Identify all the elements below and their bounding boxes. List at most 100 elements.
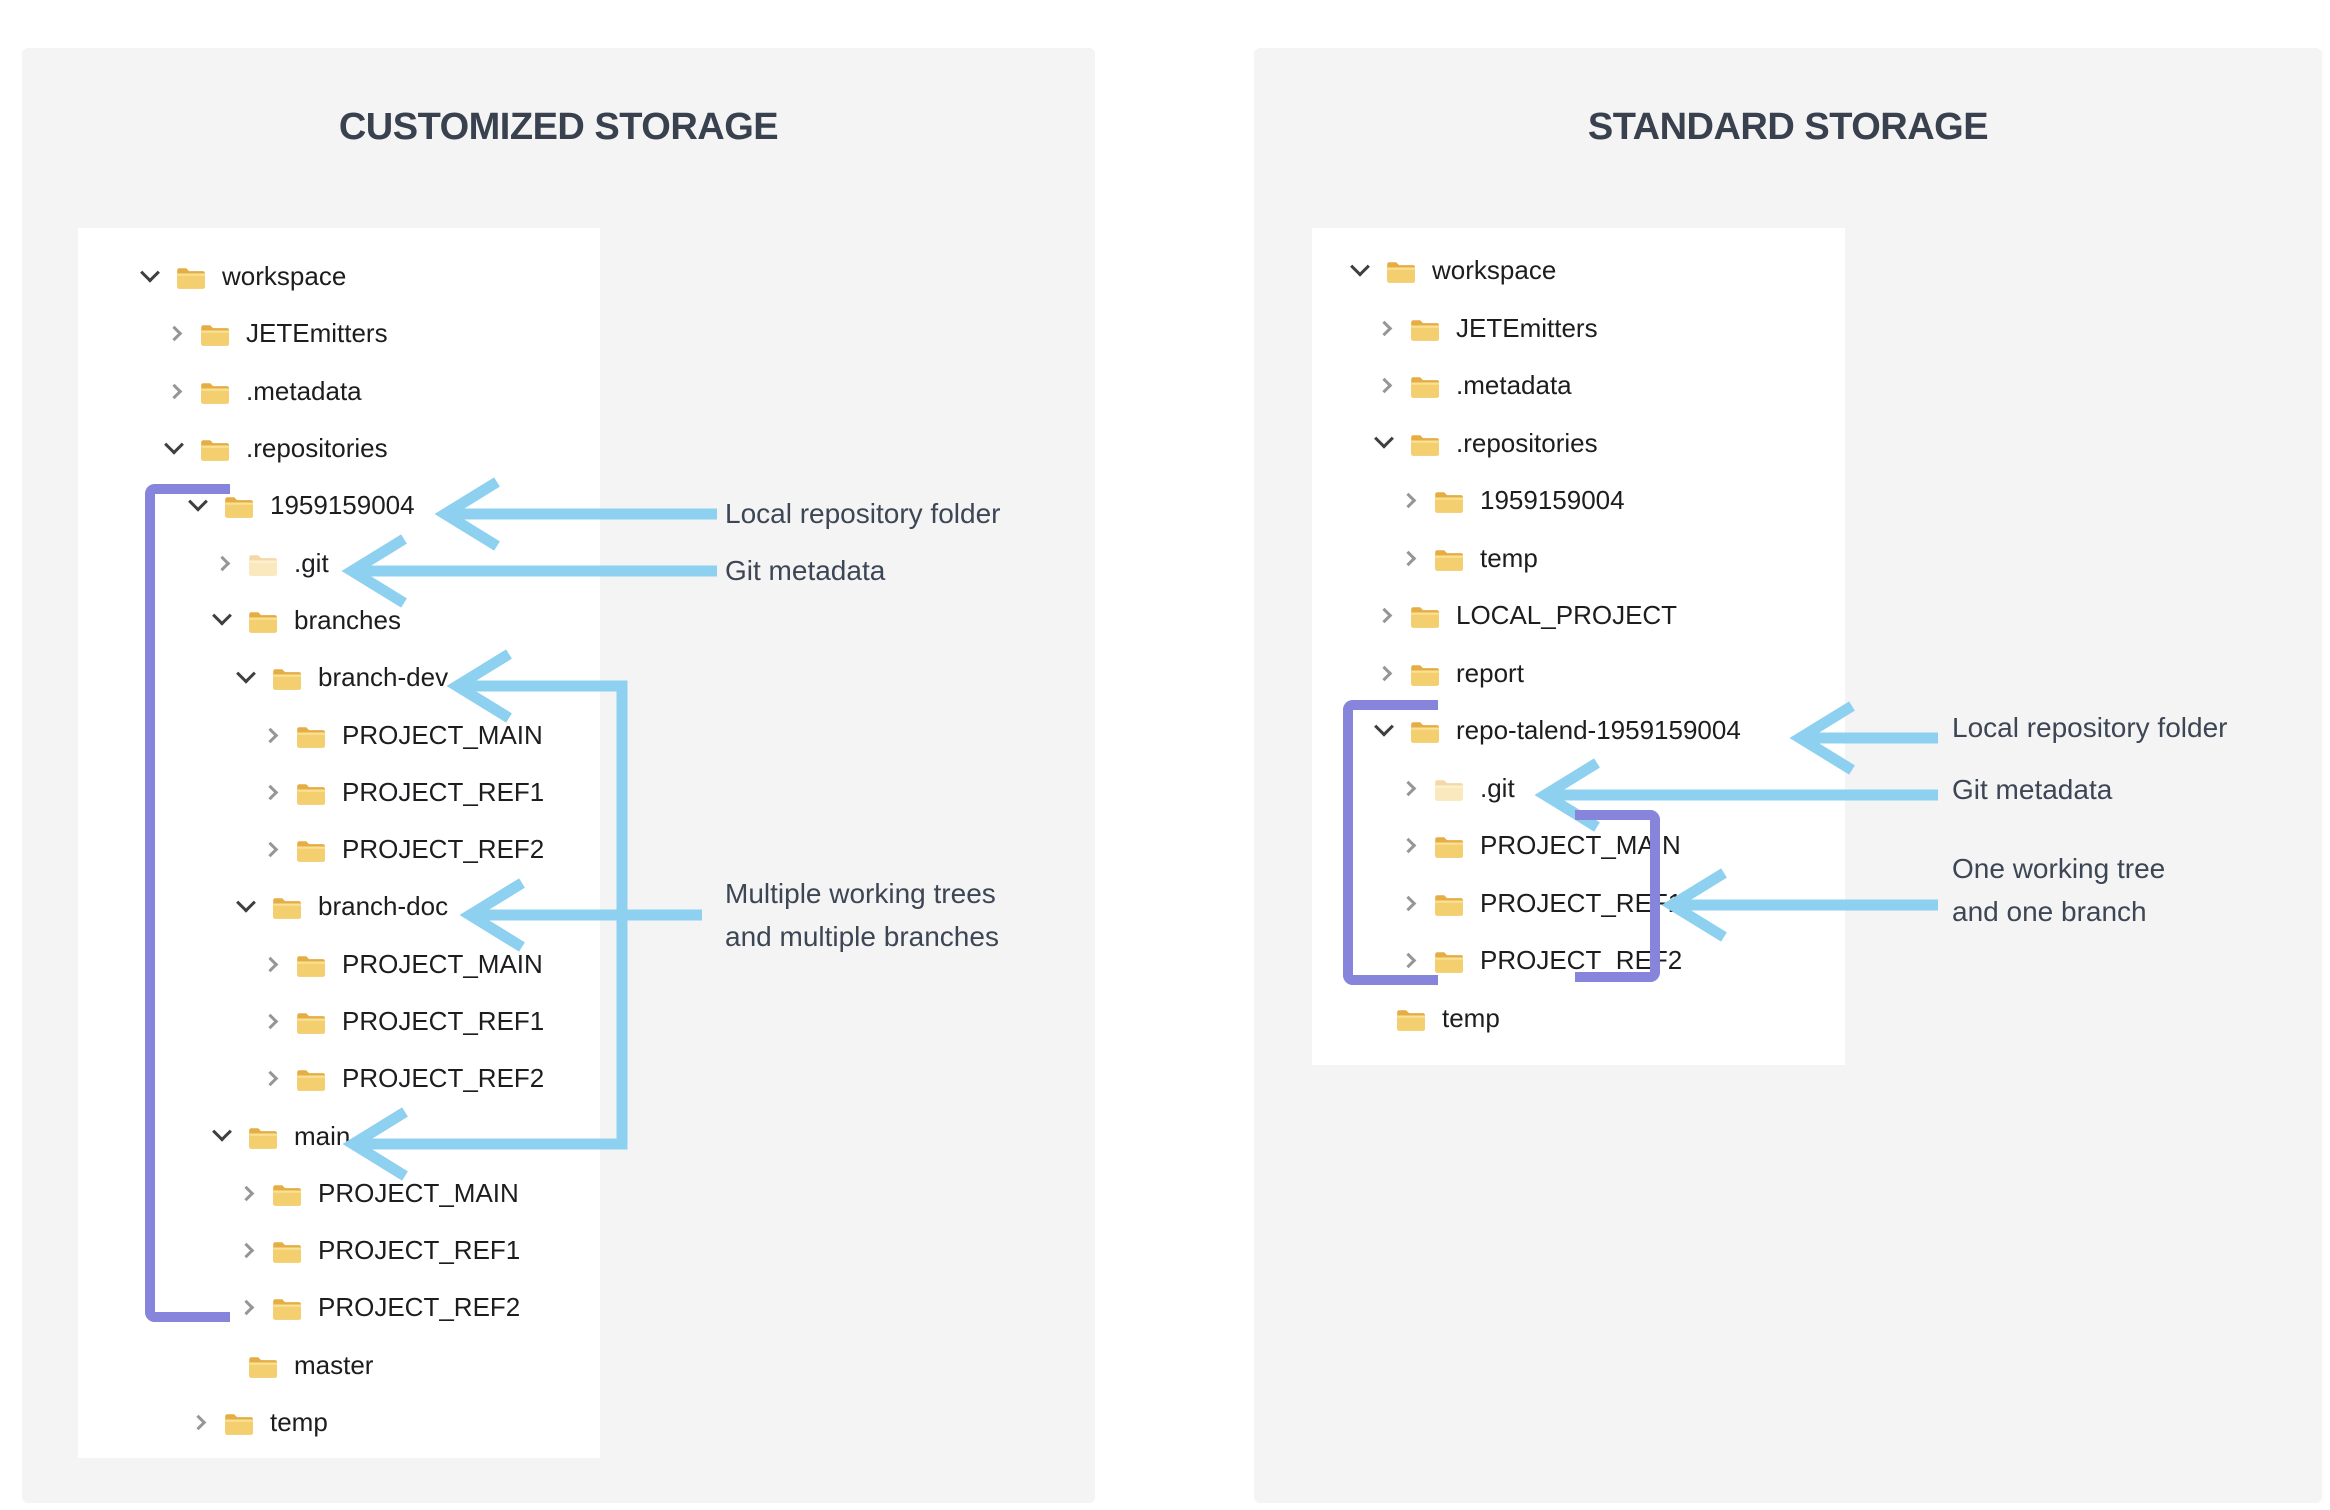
tree-row-project-ref2[interactable]: PROJECT_REF2 <box>78 1050 600 1107</box>
chevron-slot[interactable] <box>258 952 282 976</box>
chevron-right-icon[interactable] <box>166 383 182 400</box>
chevron-right-icon[interactable] <box>238 1300 254 1316</box>
tree-row-temp[interactable]: temp <box>1312 530 1845 588</box>
tree-row-branch-dev[interactable]: branch-dev <box>78 649 600 706</box>
chevron-slot[interactable] <box>1396 891 1420 915</box>
chevron-down-icon[interactable] <box>164 434 184 455</box>
tree-row-report[interactable]: report <box>1312 645 1845 703</box>
chevron-slot[interactable] <box>1396 949 1420 973</box>
chevron-down-icon[interactable] <box>1374 716 1394 737</box>
tree-row-main[interactable]: main <box>78 1107 600 1164</box>
chevron-slot[interactable] <box>1372 604 1396 628</box>
chevron-right-icon[interactable] <box>1376 320 1392 337</box>
chevron-right-icon[interactable] <box>262 727 278 743</box>
chevron-down-icon[interactable] <box>1350 256 1370 277</box>
chevron-slot[interactable] <box>1396 546 1420 570</box>
chevron-slot[interactable] <box>1396 776 1420 800</box>
tree-row-branches[interactable]: branches <box>78 592 600 649</box>
chevron-slot[interactable] <box>1372 316 1396 340</box>
chevron-right-icon[interactable] <box>1400 550 1416 567</box>
chevron-slot[interactable] <box>234 1239 258 1263</box>
chevron-slot[interactable] <box>1372 661 1396 685</box>
tree-row-repo-talend-1959159004[interactable]: repo-talend-1959159004 <box>1312 702 1845 760</box>
tree-row-temp[interactable]: temp <box>1312 990 1845 1048</box>
chevron-slot[interactable] <box>258 1067 282 1091</box>
chevron-down-icon[interactable] <box>1374 429 1394 449</box>
chevron-right-icon[interactable] <box>262 784 278 801</box>
chevron-slot[interactable] <box>138 262 162 289</box>
chevron-slot[interactable] <box>186 491 210 518</box>
tree-row--metadata[interactable]: .metadata <box>78 363 600 420</box>
chevron-slot[interactable] <box>234 663 258 690</box>
chevron-slot[interactable] <box>1396 489 1420 513</box>
chevron-right-icon[interactable] <box>238 1185 254 1202</box>
chevron-slot[interactable] <box>162 379 186 403</box>
tree-row-project-main[interactable]: PROJECT_MAIN <box>78 936 600 993</box>
chevron-right-icon[interactable] <box>1400 492 1416 509</box>
tree-row-project-ref1[interactable]: PROJECT_REF1 <box>78 993 600 1050</box>
chevron-right-icon[interactable] <box>1376 377 1392 394</box>
tree-row-workspace[interactable]: workspace <box>1312 242 1845 300</box>
chevron-right-icon[interactable] <box>238 1242 254 1259</box>
tree-row--git[interactable]: .git <box>1312 760 1845 818</box>
chevron-slot[interactable] <box>1396 834 1420 858</box>
tree-row--repositories[interactable]: .repositories <box>78 420 600 477</box>
chevron-down-icon[interactable] <box>188 491 208 512</box>
chevron-down-icon[interactable] <box>236 663 256 684</box>
tree-row--git[interactable]: .git <box>78 534 600 591</box>
tree-row-project-ref1[interactable]: PROJECT_REF1 <box>78 1222 600 1279</box>
tree-row-project-ref2[interactable]: PROJECT_REF2 <box>78 821 600 878</box>
tree-row-project-ref1[interactable]: PROJECT_REF1 <box>1312 875 1845 933</box>
chevron-right-icon[interactable] <box>262 841 278 858</box>
tree-row-jetemitters[interactable]: JETEmitters <box>78 305 600 362</box>
chevron-right-icon[interactable] <box>1376 665 1392 682</box>
chevron-right-icon[interactable] <box>214 555 230 571</box>
chevron-slot[interactable] <box>1372 716 1396 743</box>
tree-row-local-project[interactable]: LOCAL_PROJECT <box>1312 587 1845 645</box>
chevron-slot[interactable] <box>1348 256 1372 283</box>
chevron-right-icon[interactable] <box>262 956 278 972</box>
chevron-slot[interactable] <box>162 434 186 461</box>
chevron-slot[interactable] <box>258 780 282 804</box>
chevron-slot[interactable] <box>258 723 282 747</box>
chevron-slot[interactable] <box>234 1296 258 1320</box>
chevron-slot[interactable] <box>210 1121 234 1148</box>
tree-row-temp[interactable]: temp <box>78 1394 600 1451</box>
tree-row-workspace[interactable]: workspace <box>78 248 600 305</box>
tree-row-project-ref2[interactable]: PROJECT_REF2 <box>1312 932 1845 990</box>
chevron-slot[interactable] <box>1372 374 1396 398</box>
chevron-right-icon[interactable] <box>1400 895 1416 912</box>
chevron-down-icon[interactable] <box>212 1121 232 1142</box>
tree-row-project-ref2[interactable]: PROJECT_REF2 <box>78 1279 600 1336</box>
tree-row-master[interactable]: master <box>78 1337 600 1394</box>
tree-row--metadata[interactable]: .metadata <box>1312 357 1845 415</box>
chevron-right-icon[interactable] <box>262 1013 278 1030</box>
chevron-slot[interactable] <box>258 1010 282 1034</box>
chevron-right-icon[interactable] <box>1376 607 1392 624</box>
chevron-slot[interactable] <box>234 1181 258 1205</box>
chevron-right-icon[interactable] <box>1400 837 1416 854</box>
chevron-slot[interactable] <box>258 838 282 862</box>
tree-row-project-main[interactable]: PROJECT_MAIN <box>1312 817 1845 875</box>
tree-row-jetemitters[interactable]: JETEmitters <box>1312 300 1845 358</box>
chevron-right-icon[interactable] <box>262 1071 278 1087</box>
chevron-slot[interactable] <box>210 606 234 632</box>
chevron-right-icon[interactable] <box>1400 780 1416 797</box>
chevron-slot[interactable] <box>162 322 186 346</box>
tree-row-project-main[interactable]: PROJECT_MAIN <box>78 706 600 763</box>
chevron-right-icon[interactable] <box>166 326 182 342</box>
tree-row-project-main[interactable]: PROJECT_MAIN <box>78 1165 600 1222</box>
tree-row-branch-doc[interactable]: branch-doc <box>78 878 600 935</box>
chevron-right-icon[interactable] <box>190 1414 206 1431</box>
chevron-down-icon[interactable] <box>140 262 160 283</box>
tree-row-1959159004[interactable]: 1959159004 <box>78 477 600 534</box>
chevron-slot[interactable] <box>234 892 258 919</box>
chevron-slot[interactable] <box>1372 429 1396 455</box>
tree-row--repositories[interactable]: .repositories <box>1312 415 1845 473</box>
chevron-down-icon[interactable] <box>212 606 232 627</box>
tree-row-project-ref1[interactable]: PROJECT_REF1 <box>78 764 600 821</box>
chevron-down-icon[interactable] <box>236 892 256 913</box>
chevron-slot[interactable] <box>210 551 234 575</box>
tree-row-1959159004[interactable]: 1959159004 <box>1312 472 1845 530</box>
chevron-right-icon[interactable] <box>1400 952 1416 969</box>
